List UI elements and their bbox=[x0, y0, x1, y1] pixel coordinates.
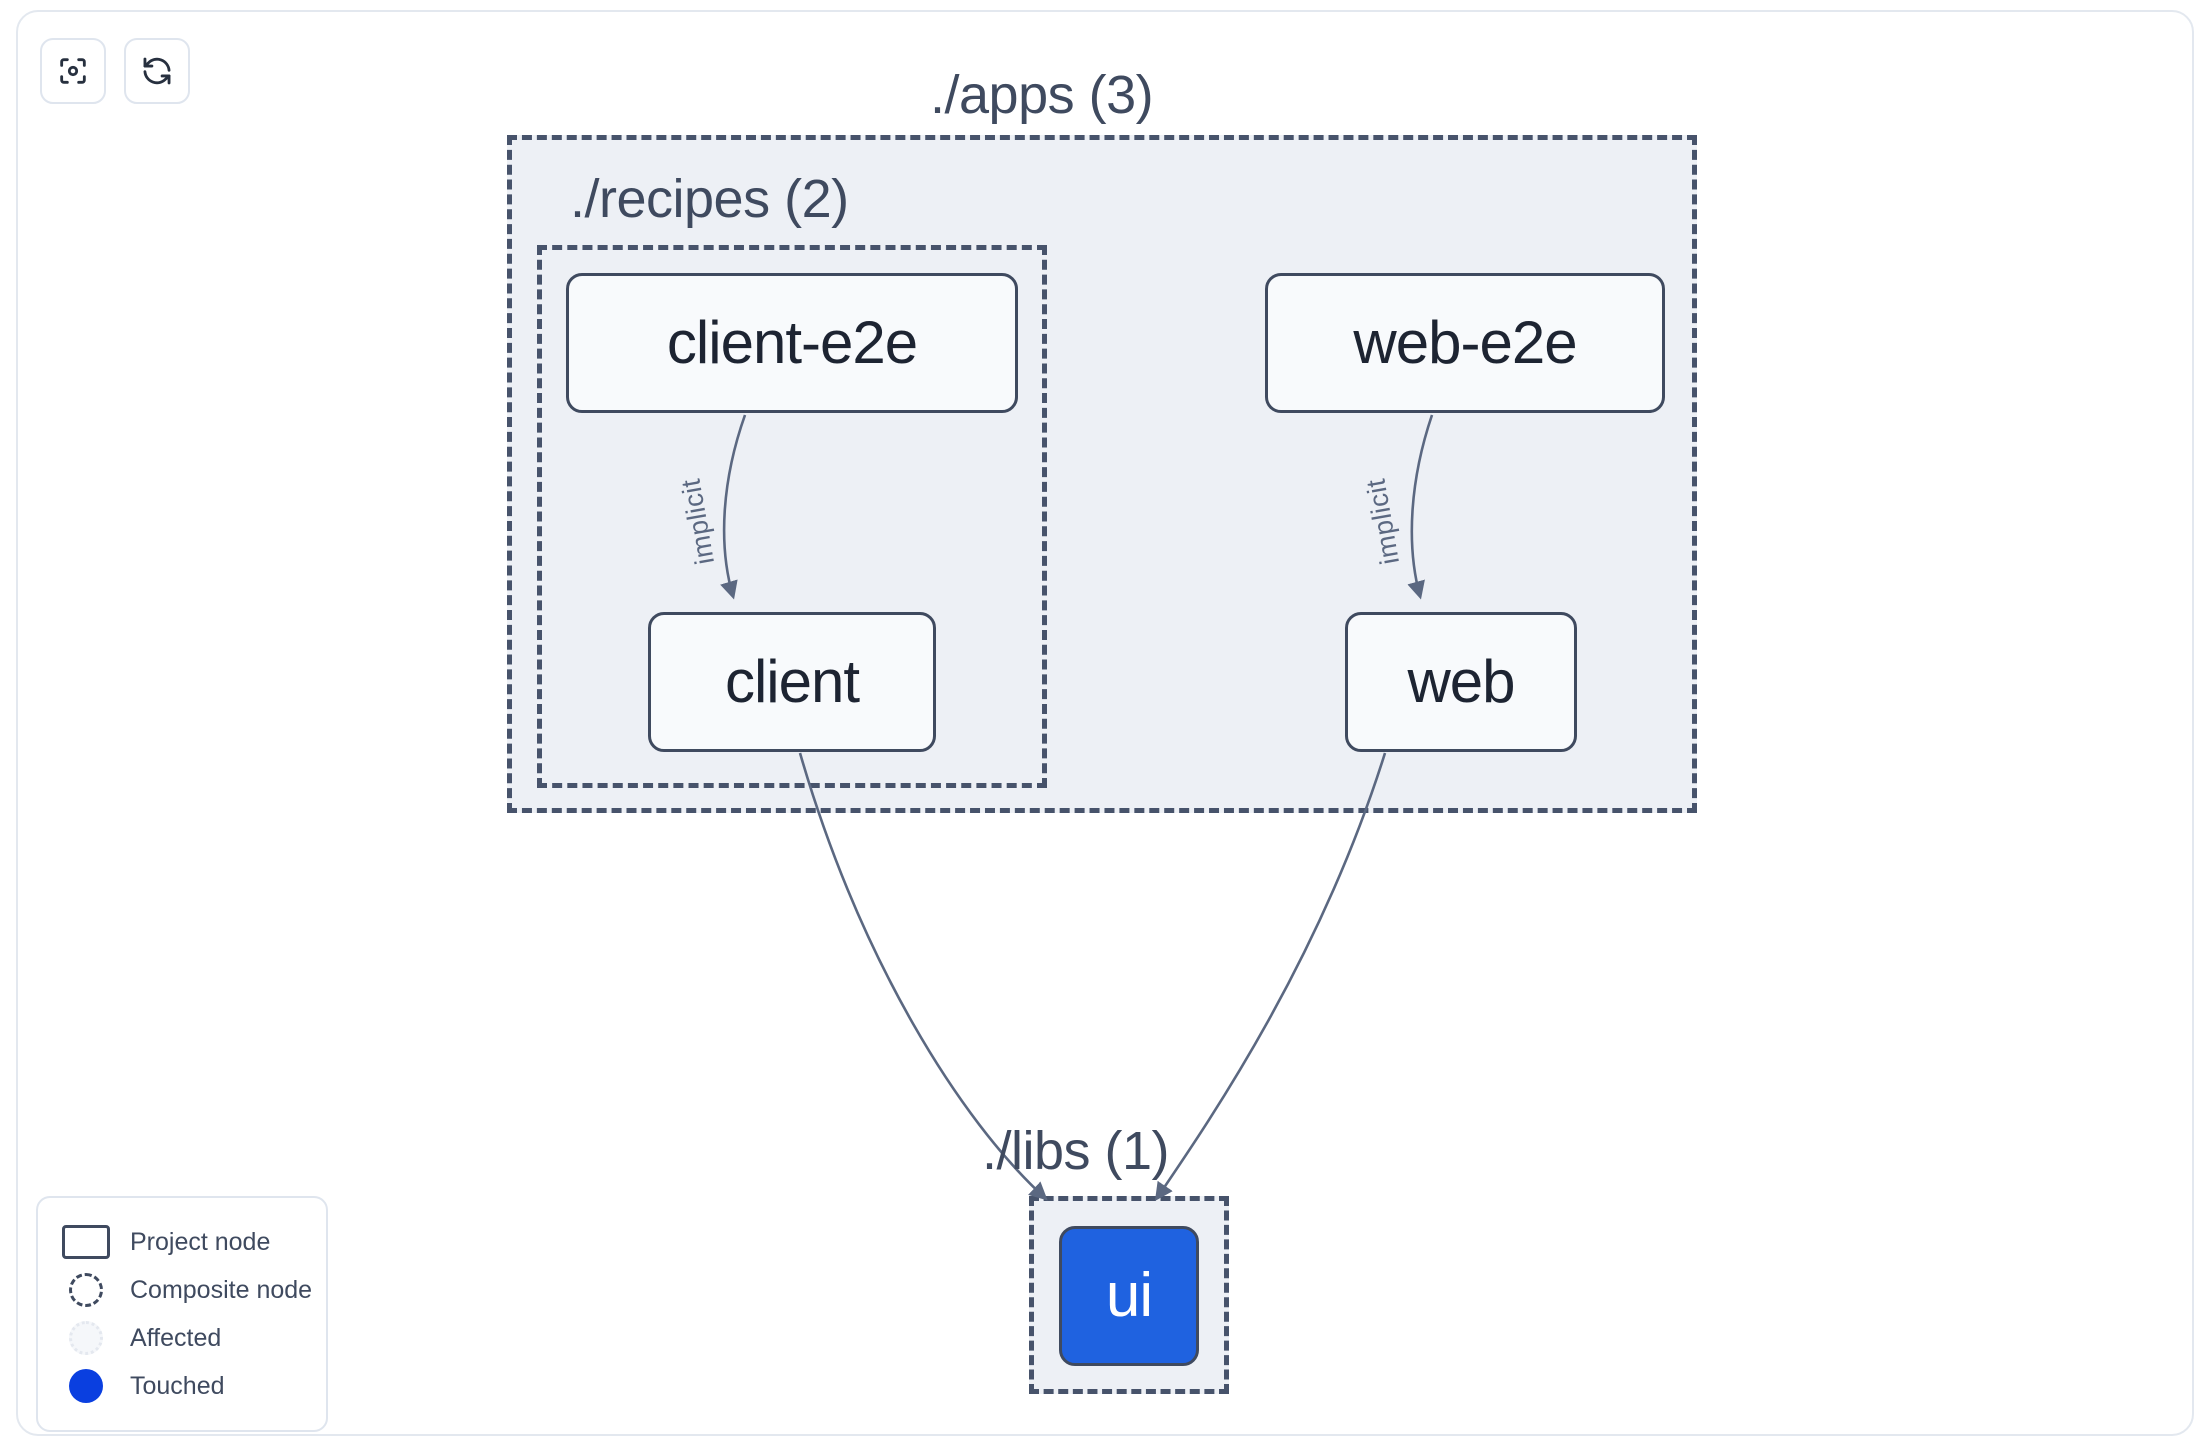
composite-node-swatch bbox=[60, 1273, 112, 1307]
legend-item-touched: Touched bbox=[60, 1362, 304, 1410]
legend-item-project-node: Project node bbox=[60, 1218, 304, 1266]
composite-label-apps: ./apps (3) bbox=[930, 65, 1154, 125]
legend-label-project-node: Project node bbox=[130, 1227, 271, 1256]
graph-legend: Project node Composite node Affected Tou… bbox=[36, 1196, 328, 1432]
legend-label-touched: Touched bbox=[130, 1371, 225, 1400]
project-node-web-e2e[interactable]: web-e2e bbox=[1265, 273, 1665, 413]
legend-item-affected: Affected bbox=[60, 1314, 304, 1362]
edge-web-to-ui bbox=[1154, 752, 1387, 1202]
legend-label-composite-node: Composite node bbox=[130, 1275, 313, 1304]
composite-label-libs: ./libs (1) bbox=[982, 1121, 1170, 1181]
graph-toolbar bbox=[40, 38, 190, 104]
project-node-web[interactable]: web bbox=[1345, 612, 1577, 752]
project-node-client[interactable]: client bbox=[648, 612, 936, 752]
project-node-client-e2e[interactable]: client-e2e bbox=[566, 273, 1018, 413]
refresh-graph-button[interactable] bbox=[124, 38, 190, 104]
refresh-sync-icon bbox=[140, 54, 174, 88]
affected-swatch bbox=[60, 1321, 112, 1355]
focus-graph-button[interactable] bbox=[40, 38, 106, 104]
legend-label-affected: Affected bbox=[130, 1323, 222, 1352]
project-node-ui[interactable]: ui bbox=[1059, 1226, 1199, 1366]
project-node-swatch bbox=[60, 1225, 112, 1259]
focus-target-icon bbox=[56, 54, 90, 88]
legend-item-composite-node: Composite node bbox=[60, 1266, 312, 1314]
composite-label-recipes: ./recipes (2) bbox=[570, 169, 849, 229]
touched-swatch bbox=[60, 1369, 112, 1403]
